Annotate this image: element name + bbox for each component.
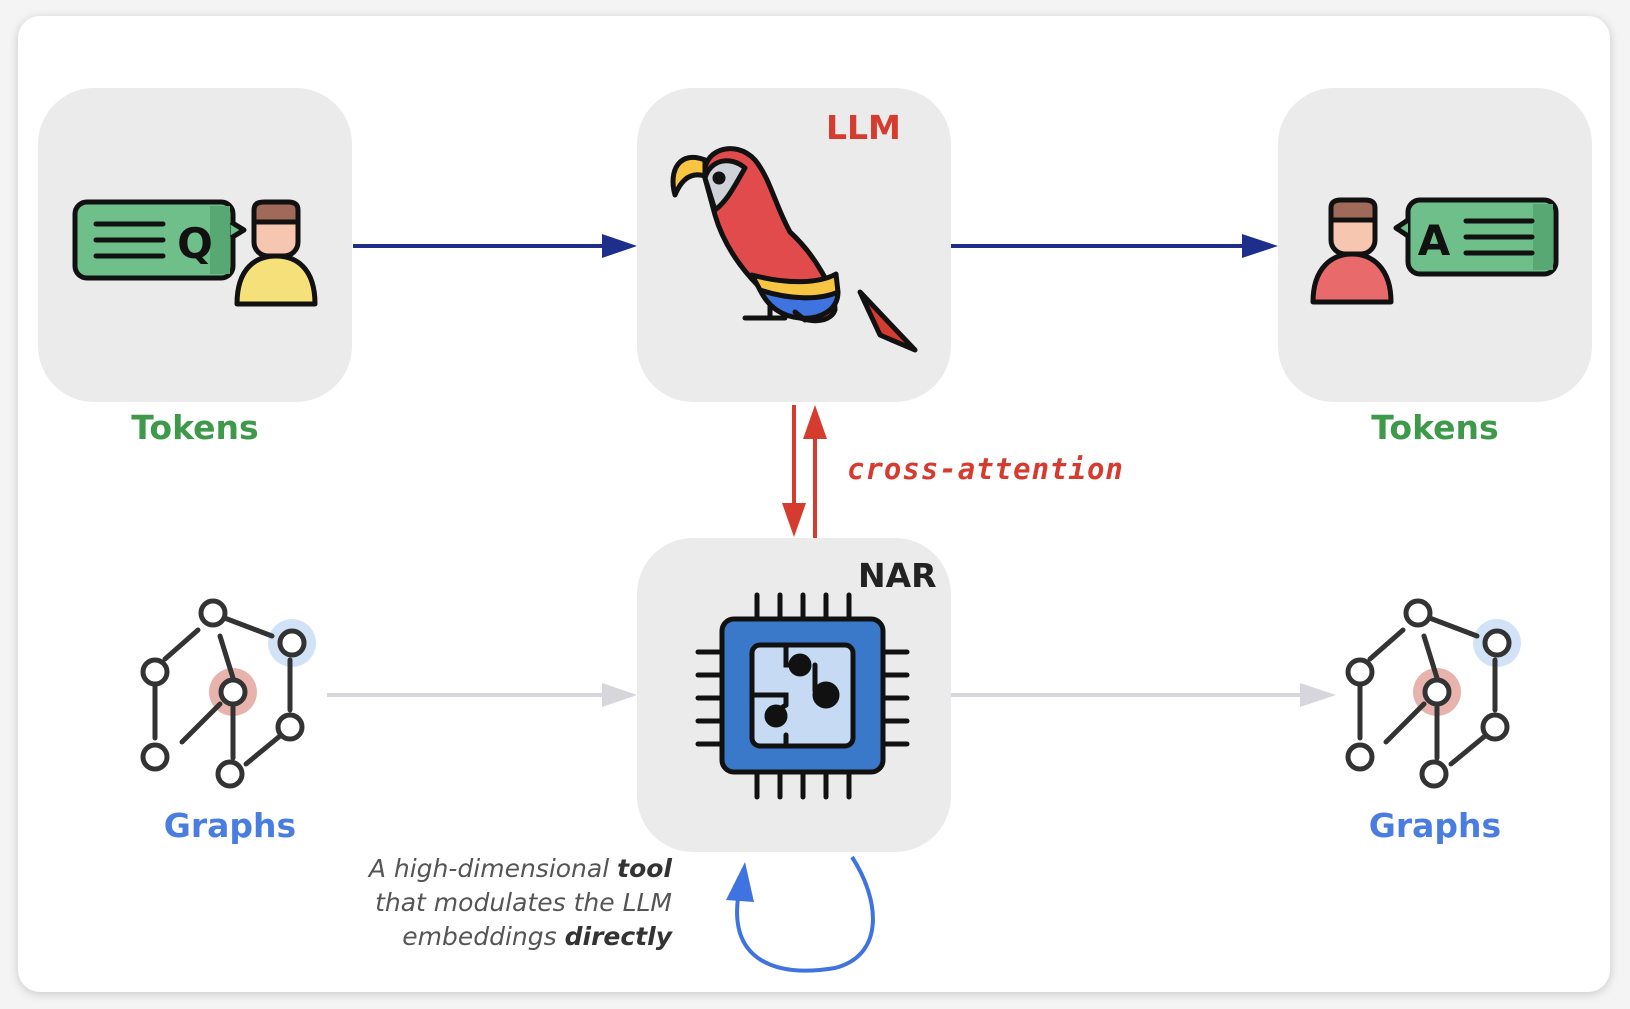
parrot-icon — [670, 146, 918, 353]
arrow-llm-to-tokens — [951, 234, 1278, 258]
nar-self-loop-arrow — [726, 855, 875, 973]
question-glyph: Q — [177, 219, 213, 268]
caption-line-1: A high-dimensional tool — [368, 854, 672, 883]
arrow-graphs-to-nar — [327, 683, 637, 707]
nar-label: NAR — [858, 556, 937, 595]
graph-input-icon — [140, 598, 316, 789]
arrow-nar-to-llm — [803, 405, 827, 538]
graph-output-icon — [1345, 598, 1521, 789]
chip-pins — [695, 592, 910, 800]
graphs-output-label: Graphs — [1368, 806, 1502, 845]
arrow-llm-to-nar — [782, 405, 806, 537]
question-speech-icon: Q — [72, 199, 247, 281]
arrow-nar-to-graphs — [951, 683, 1336, 707]
answer-glyph: A — [1418, 216, 1451, 265]
cross-attention-label: cross-attention — [847, 452, 1124, 486]
tokens-output-label: Tokens — [1371, 408, 1499, 447]
graphs-input-label: Graphs — [163, 806, 297, 845]
caption-line-2: that modulates the LLM — [375, 888, 672, 917]
caption-line-3: embeddings directly — [402, 922, 672, 951]
arrow-tokens-to-llm — [353, 234, 637, 258]
llm-label: LLM — [826, 108, 901, 147]
answering-user-icon — [1310, 197, 1394, 305]
processor-chip-icon — [695, 592, 910, 800]
nar-caption: A high-dimensional tool that modulates t… — [300, 852, 672, 954]
asking-user-icon — [234, 199, 318, 307]
answer-speech-icon: A — [1393, 197, 1559, 277]
tokens-input-label: Tokens — [131, 408, 259, 447]
